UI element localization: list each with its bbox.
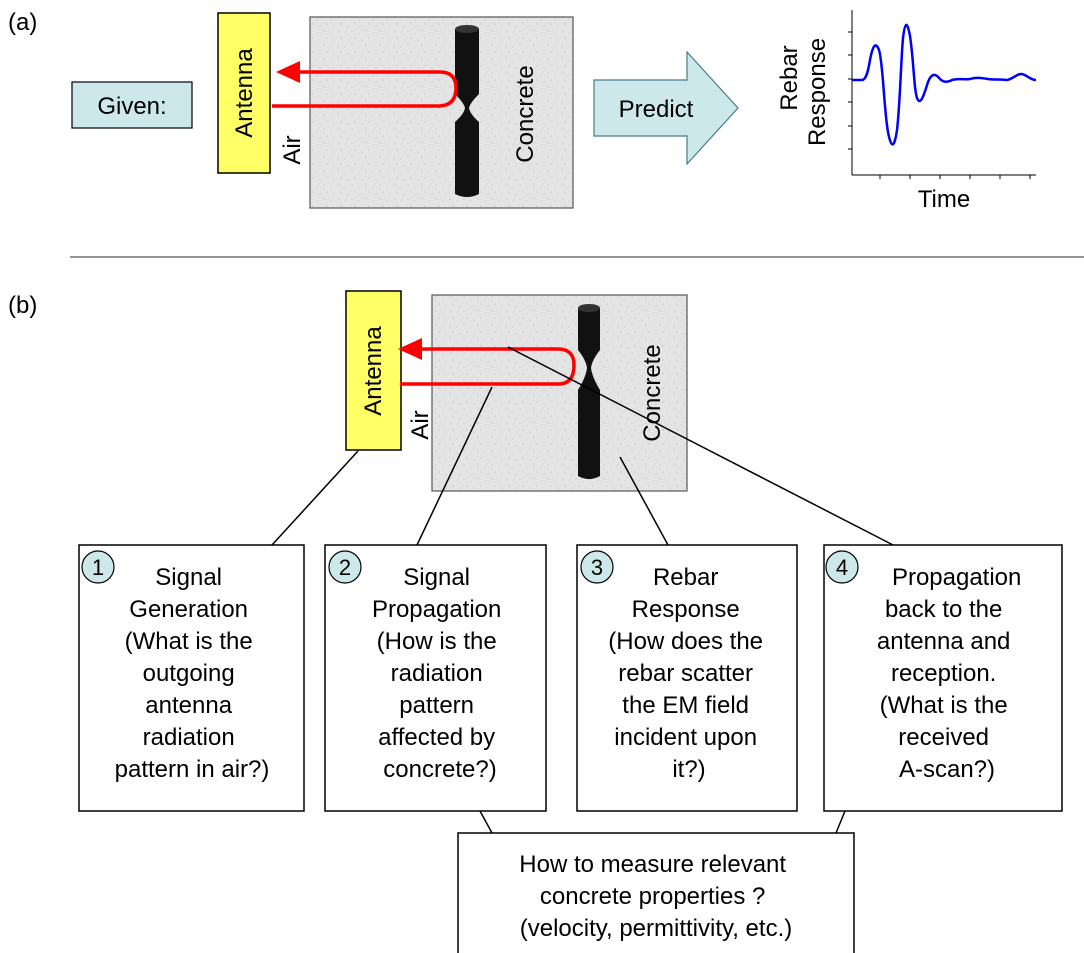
antenna-b-label: Antenna: [360, 326, 387, 416]
callout-line-1: [271, 450, 359, 546]
step-text-3: Rebar Response (How does the rebar scatt…: [608, 564, 769, 783]
air-a-label: Air: [279, 135, 306, 164]
callout-line-2: [416, 386, 493, 546]
antenna-b: Antenna: [345, 290, 402, 451]
step-text-1: Signal Generation (What is the outgoing …: [115, 564, 270, 783]
measure-box: How to measure relevant concrete propert…: [457, 832, 855, 953]
response-ylabel-line2: Response: [804, 38, 831, 146]
response-ylabel-line1: Rebar: [776, 45, 803, 110]
step-text-4: Propagation back to the antenna and rece…: [877, 564, 1028, 783]
antenna-a-label: Antenna: [231, 48, 258, 138]
step-badge-3: [580, 550, 614, 584]
step-badge-1: [81, 550, 115, 584]
response-xlabel: Time: [918, 186, 970, 213]
callout-line-3: [619, 456, 669, 546]
callout-line-4: [507, 346, 894, 546]
response-x-ticks: [879, 175, 1031, 179]
signal-path-a: [272, 61, 458, 108]
antenna-a: Antenna: [217, 12, 271, 174]
step-box-3: 3 Rebar Response (How does the rebar sca…: [576, 544, 798, 812]
step-number-3: 3: [591, 555, 603, 580]
response-y-ticks: [848, 31, 852, 150]
concrete-b-label: Concrete: [639, 344, 666, 441]
rebar-b: [578, 304, 600, 479]
step-number-2: 2: [339, 555, 351, 580]
concrete-block-a: Concrete: [309, 16, 574, 209]
response-waveform: [852, 23, 1037, 146]
step-badge-4: [825, 550, 859, 584]
measure-line-right: [835, 810, 846, 834]
measure-line-left: [479, 810, 493, 834]
predict-arrow: Predict: [593, 50, 739, 166]
step-text-2: Signal Propagation (How is the radiation…: [372, 564, 508, 783]
step-box-2: 2 Signal Propagation (How is the radiati…: [324, 544, 547, 812]
step-number-4: 4: [836, 555, 848, 580]
air-b-label: Air: [407, 410, 434, 439]
step-box-4: 4 Propagation back to the antenna and re…: [823, 544, 1063, 812]
predict-label: Predict: [619, 96, 694, 123]
rebar-response-chart: Rebar Response Time: [776, 10, 1037, 213]
step-number-1: 1: [92, 555, 104, 580]
given-box: Given:: [71, 81, 193, 129]
measure-text: How to measure relevant concrete propert…: [519, 851, 792, 942]
step-badge-2: [328, 550, 362, 584]
rebar-a: [455, 25, 479, 197]
given-label: Given:: [97, 93, 166, 120]
signal-path-b: [398, 338, 576, 386]
panel-a-label: (a): [8, 9, 37, 36]
concrete-block-b: Concrete: [431, 294, 688, 492]
step-box-1: 1 Signal Generation (What is the outgoin…: [78, 544, 305, 812]
panel-b-label: (b): [8, 292, 37, 319]
callout-lines: [271, 346, 894, 834]
concrete-a-label: Concrete: [512, 65, 539, 162]
